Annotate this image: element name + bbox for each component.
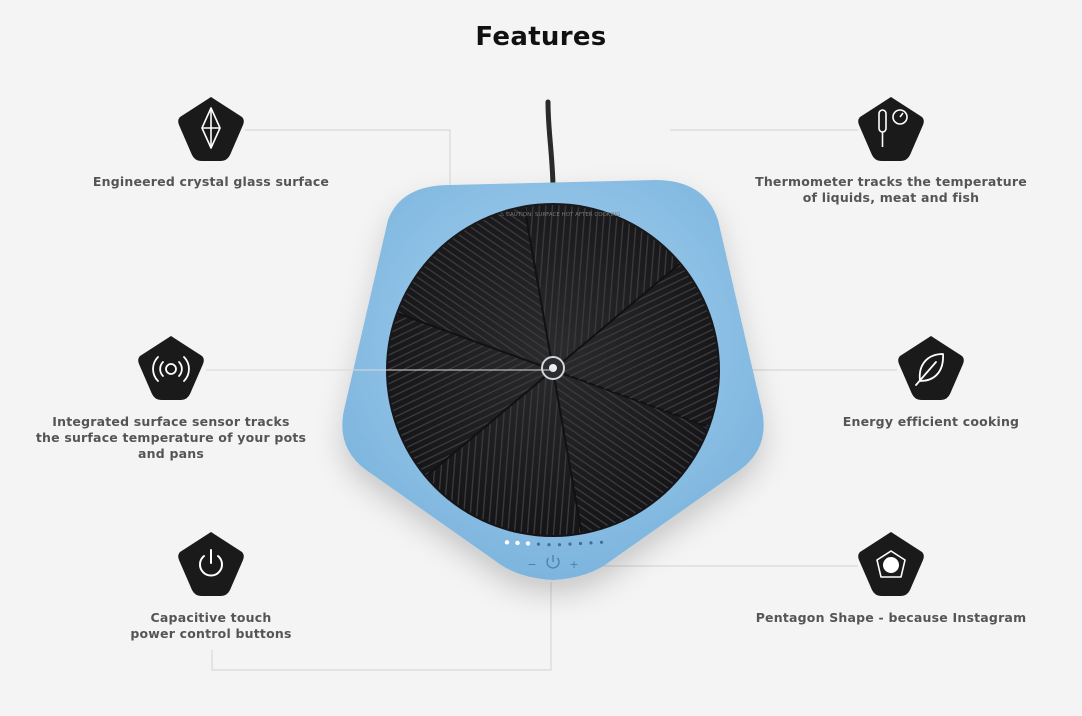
led-dot [589,541,593,545]
feature-crystal-label: Engineered crystal glass surface [92,174,330,189]
thermometer-gauge-icon [858,97,924,161]
led-dot [599,540,604,544]
pentagon-shape-icon [858,532,924,596]
power-icon [178,532,244,596]
led-dot [568,542,572,546]
feature-power-label: Capacitive touch power control buttons [130,610,292,641]
feature-sensor-label: Integrated surface sensor tracks the sur… [35,414,307,461]
led-dot [536,542,541,546]
feature-energy-label: Energy efficient cooking [842,414,1020,429]
feature-pentagon-label: Pentagon Shape - because Instagram [755,610,1027,625]
led-dot [578,541,583,546]
led-dot [547,543,551,547]
device-power-button[interactable] [546,555,560,569]
surface-sensor-icon [138,336,204,400]
minus-button[interactable]: − [527,558,536,571]
power-cable [545,99,556,188]
connector-crystal [245,129,451,192]
led-dot [557,543,562,547]
led-dot [504,540,510,545]
feature-thermometer-label: Thermometer tracks the temperature of li… [755,174,1027,205]
plus-button[interactable]: + [569,558,578,571]
connector-power [211,582,552,671]
led-dot [525,541,531,546]
heat-level-leds [504,540,604,547]
page-title: Features [475,22,607,52]
leaf-icon [898,336,964,400]
crystal-diamond-icon [178,97,244,161]
caution-text: ⚠ CAUTION: SURFACE HOT AFTER COOKING [500,212,621,218]
led-dot [515,540,520,546]
